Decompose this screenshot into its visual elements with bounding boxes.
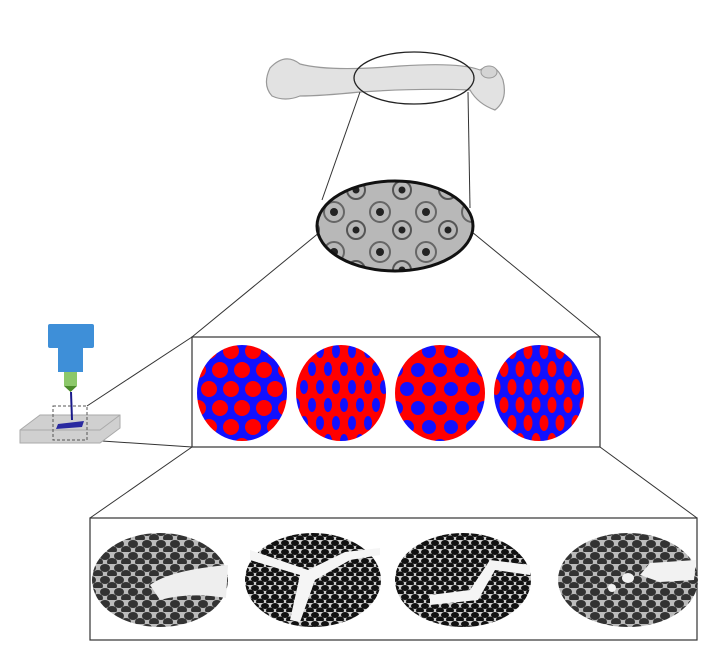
micrograph-2: [245, 533, 381, 627]
pattern-circle-3: [395, 345, 485, 441]
micrograph-4: [558, 533, 698, 627]
connector-lines: [86, 91, 698, 519]
micrograph-3: [395, 533, 531, 627]
micrograph-1: [92, 533, 228, 627]
pattern-circle-4: [494, 345, 584, 441]
pattern-circle-1: [197, 345, 287, 441]
3d-printer-icon: [19, 324, 121, 444]
pattern-circle-2: [296, 345, 386, 441]
zoom-ring-bone: [353, 51, 475, 105]
osteon-micrograph: [315, 179, 475, 273]
femur-bone: [265, 58, 505, 111]
